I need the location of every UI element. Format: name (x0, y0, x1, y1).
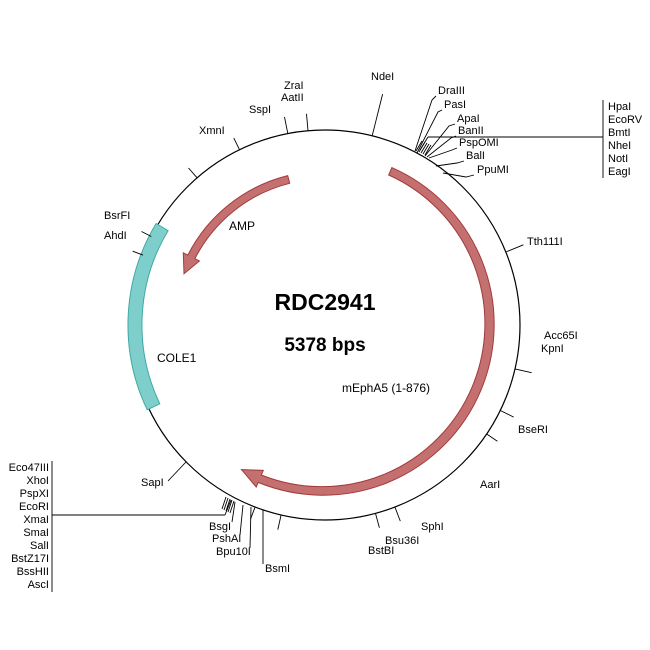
cluster-left-label: AscI (28, 579, 49, 591)
site-tick (132, 250, 144, 256)
site-tick (188, 167, 198, 179)
cluster-right-label: BmtI (608, 127, 631, 139)
cluster-right-label: HpaI (608, 101, 631, 113)
site-leader (239, 504, 244, 536)
site-label-pasi: PasI (444, 99, 466, 111)
site-tick (141, 231, 152, 237)
site-label-bpu10i: Bpu10I (216, 546, 251, 558)
site-leader (416, 109, 443, 154)
cluster-left-label: XhoI (26, 475, 49, 487)
plasmid-size: 5378 bps (284, 335, 365, 356)
site-label-sphi: SphI (421, 521, 444, 533)
site-leader (428, 147, 458, 159)
site-label-bsmi: BsmI (265, 563, 290, 575)
site-tick (420, 142, 428, 154)
site-label-ahdi: AhdI (104, 230, 127, 242)
site-label-draiii: DraIII (438, 85, 465, 97)
feature-label-cole1: COLE1 (157, 351, 197, 365)
site-cluster-left: Eco47III XhoI PspXI EcoRI XmaI SmaI SalI… (9, 461, 53, 592)
cluster-left-label: XmaI (23, 514, 49, 526)
plasmid-name: RDC2941 (275, 289, 376, 315)
cluster-left-label: BstZ17I (11, 553, 49, 565)
site-tick (224, 499, 232, 516)
cluster-left-label: BssHII (17, 566, 49, 578)
site-tick (424, 144, 432, 156)
site-label-bali: BalI (466, 150, 485, 162)
site-label-bseri: BseRI (518, 424, 548, 436)
site-ticks (52, 93, 603, 564)
cluster-right-label: NotI (608, 153, 628, 165)
site-tick (486, 433, 498, 442)
site-label-banii: BanII (458, 125, 484, 137)
site-tick (394, 506, 401, 522)
site-leader (414, 95, 437, 152)
site-label-tth111i: Tth111I (527, 236, 563, 248)
site-tick (221, 496, 227, 510)
site-label-bsgi: BsgI (209, 521, 231, 533)
site-labels: NdeI ZraI AatII SspI XmnI BsrFI AhdI Dra… (104, 71, 578, 575)
site-tick (514, 368, 532, 374)
site-leader (231, 501, 236, 523)
cluster-left-label: SalI (30, 540, 49, 552)
cluster-left-label: Eco47III (9, 462, 49, 474)
cluster-left-label: SmaI (23, 527, 49, 539)
site-cluster-right: HpaI EcoRV BmtI NheI NotI EagI (602, 100, 643, 178)
site-tick (306, 113, 309, 131)
cluster-right-label: NheI (608, 140, 631, 152)
cluster-right-label: EagI (608, 166, 631, 178)
site-label-acc65i: Acc65I (544, 330, 578, 342)
site-label-ndei: NdeI (371, 71, 394, 83)
site-label-bsu36i: Bsu36I (385, 535, 419, 547)
site-tick (371, 93, 384, 136)
site-tick (277, 514, 282, 530)
site-tick (422, 143, 430, 155)
site-label-apai: ApaI (457, 113, 480, 125)
site-label-sapi: SapI (141, 477, 164, 489)
cluster-right-label: EcoRV (608, 114, 643, 126)
site-label-bsrfi: BsrFI (104, 210, 130, 222)
site-tick (225, 498, 231, 512)
site-leader (249, 506, 252, 549)
feature-amp-arrow (182, 174, 291, 275)
site-label-sspi: SspI (249, 104, 271, 116)
site-tick (500, 410, 514, 418)
site-label-zrai: ZraI (284, 80, 304, 92)
feature-label-amp: AMP (229, 219, 255, 233)
site-tick (418, 141, 426, 153)
site-label-xmni: XmnI (199, 125, 225, 137)
backbone-circle (129, 129, 521, 521)
site-tick (223, 497, 229, 511)
site-label-kpni: KpnI (541, 343, 564, 355)
site-tick (375, 513, 380, 528)
site-label-ppumi: PpuMI (477, 164, 509, 176)
cluster-left-label: PspXI (20, 488, 49, 500)
site-tick (227, 499, 233, 513)
features (127, 166, 495, 496)
site-leader (424, 123, 456, 157)
site-tick (415, 140, 423, 152)
site-label-bstbi: BstBI (368, 545, 394, 557)
feature-cole1-box (127, 222, 169, 411)
cluster-left-label: EcoRI (19, 501, 49, 513)
site-leader (442, 172, 475, 178)
site-label-pspomi: PspOMI (459, 137, 499, 149)
site-label-pshai: PshAI (212, 533, 241, 545)
site-tick (233, 137, 240, 150)
feature-mepha5-arrow (240, 166, 495, 496)
site-tick (229, 500, 235, 514)
site-label-aari: AarI (480, 479, 500, 491)
site-leader (167, 461, 187, 482)
site-tick (284, 116, 289, 134)
site-leader (435, 160, 465, 167)
site-tick (250, 506, 256, 520)
site-tick (505, 244, 524, 253)
site-label-aatii: AatII (281, 92, 304, 104)
feature-label-mepha5: mEphA5 (1-876) (342, 381, 430, 395)
